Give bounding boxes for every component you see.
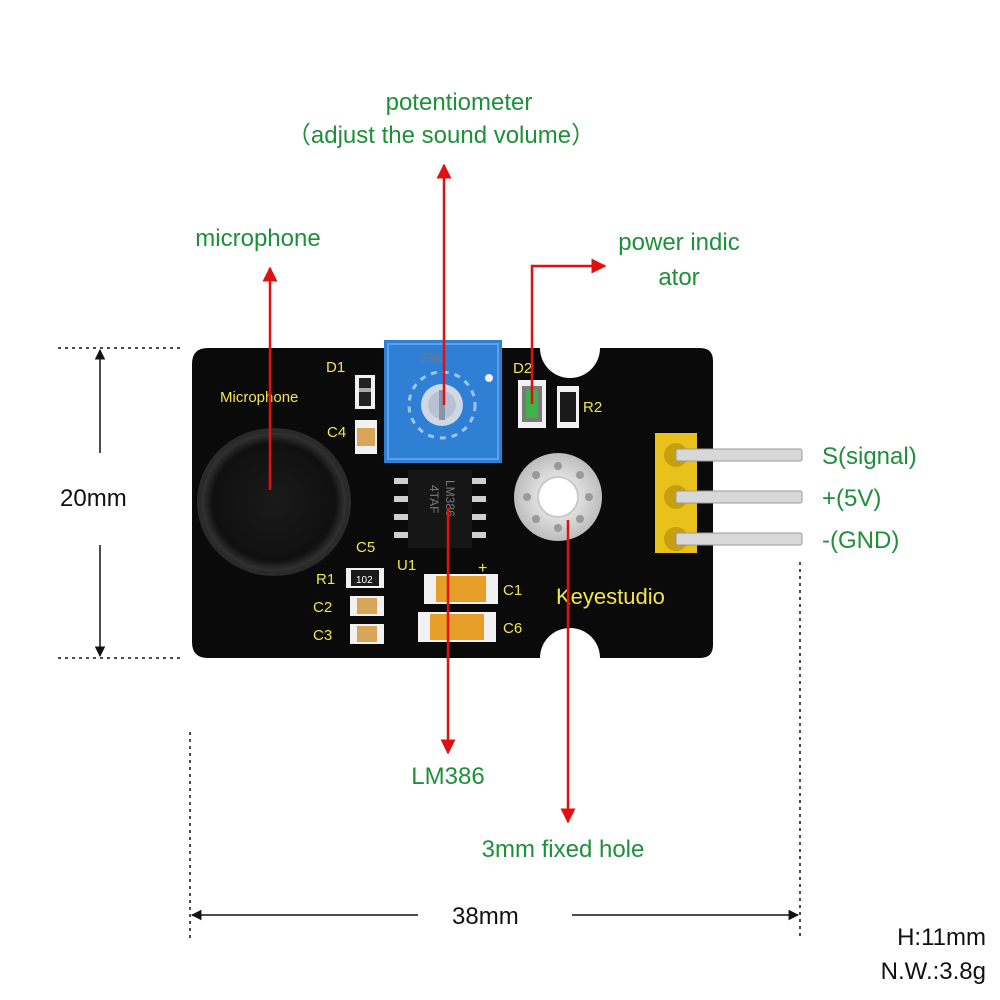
silk-c6: C6 — [503, 620, 522, 637]
label-power-indicator-1: power indic — [618, 229, 739, 256]
height-label: 20mm — [60, 485, 127, 512]
arrow-power-indicator — [530, 258, 607, 404]
silk-d2: D2 — [513, 360, 532, 377]
silk-plus: + — [478, 560, 487, 577]
label-fixed-hole: 3mm fixed hole — [482, 836, 645, 863]
width-label: 38mm — [452, 903, 519, 930]
label-microphone: microphone — [195, 225, 320, 252]
diode-d1 — [355, 375, 375, 409]
capacitor-c4 — [355, 420, 377, 454]
label-lm386: LM386 — [411, 763, 484, 790]
ic-marking: LM386 — [443, 480, 457, 517]
label-potentiometer: potentiometer — [386, 89, 533, 116]
silk-microphone: Microphone — [220, 389, 298, 406]
brand-keyestudio: Keyestudio — [556, 584, 665, 609]
silk-u1: U1 — [397, 557, 416, 574]
silk-d1: D1 — [326, 359, 345, 376]
pot-code: 3362 — [420, 351, 447, 365]
label-signal: S(signal) — [822, 443, 917, 470]
silk-c1: C1 — [503, 582, 522, 599]
capacitor-c6 — [418, 612, 496, 642]
r1-code: 102 — [356, 575, 373, 586]
silk-c3: C3 — [313, 627, 332, 644]
capacitor-c2 — [350, 596, 384, 616]
pin-header — [655, 433, 803, 553]
spec-weight: N.W.:3.8g — [881, 958, 986, 985]
label-vcc: +(5V) — [822, 485, 881, 512]
label-adjust-volume: （adjust the sound volume） — [287, 122, 595, 149]
spec-height: H:11mm — [897, 924, 986, 951]
lm386-chip — [394, 470, 486, 548]
mounting-hole — [514, 453, 602, 541]
height-dimension — [58, 347, 184, 659]
silk-r2: R2 — [583, 399, 602, 416]
callout-arrows — [262, 163, 607, 824]
resistor-r1 — [346, 568, 384, 588]
microphone-capsule — [197, 428, 351, 576]
ic-marking-2: 4TAF — [427, 485, 441, 513]
silk-r1: R1 — [316, 571, 335, 588]
silk-c2: C2 — [313, 599, 332, 616]
capacitor-c3 — [350, 624, 384, 644]
silk-c5: C5 — [356, 539, 375, 556]
width-dimension — [189, 562, 801, 938]
label-power-indicator-2: ator — [658, 264, 699, 291]
capacitor-c1 — [424, 574, 498, 604]
silk-c4: C4 — [327, 424, 346, 441]
label-gnd: -(GND) — [822, 527, 899, 554]
resistor-r2 — [557, 386, 579, 428]
